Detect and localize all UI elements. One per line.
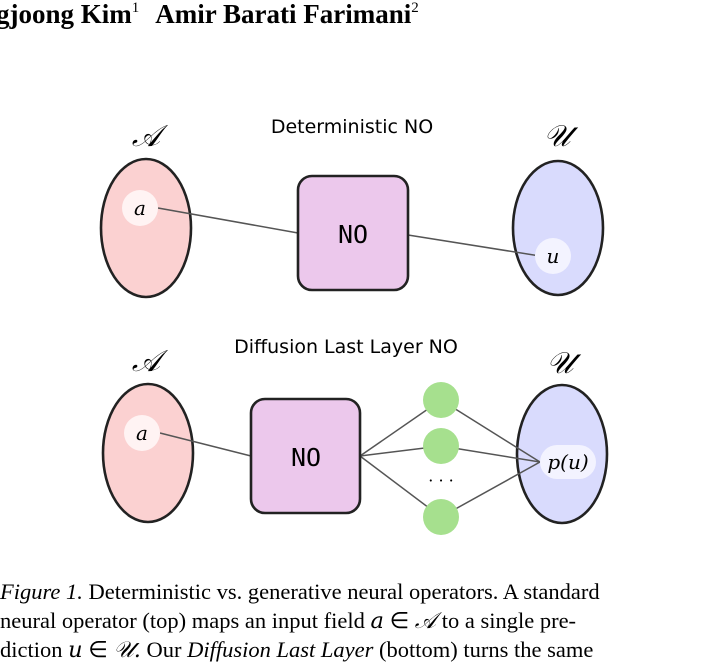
diffusion-node: [423, 428, 459, 464]
connector-line: [440, 461, 541, 518]
affiliation-marker: 1: [131, 0, 140, 16]
connector-line: [157, 207, 299, 234]
figure-diagram: Deterministic NO 𝒜 𝒰 NO a u Diffusion La…: [99, 116, 609, 535]
output-distribution-marker: [540, 445, 596, 479]
neural-operator-box: [296, 174, 410, 292]
author-name: gjoong Kim: [0, 0, 132, 29]
input-point-label: a: [136, 421, 148, 445]
top-diagram-title: Deterministic NO: [271, 116, 433, 138]
output-space-label: 𝒰: [547, 346, 582, 381]
caption-line: diction u ∈ 𝒰. Our Diffusion Last Layer …: [0, 637, 594, 663]
diffusion-node: [423, 382, 459, 418]
input-point-marker: [122, 190, 158, 226]
bottom-diagram-title: Diffusion Last Layer NO: [234, 336, 458, 358]
diffusion-node: [423, 499, 459, 535]
neural-operator-label: NO: [291, 443, 321, 472]
input-space-label: 𝒜: [132, 119, 169, 154]
output-distribution-label: p(u): [547, 450, 588, 474]
input-space-ellipse: [101, 382, 195, 524]
affiliation-marker: 2: [411, 0, 419, 16]
figure-caption: Figure 1. Deterministic vs. generative n…: [0, 577, 707, 664]
input-space-ellipse: [99, 157, 193, 299]
output-space-ellipse: [511, 159, 605, 297]
output-point-marker: [535, 238, 571, 274]
input-point-label: a: [134, 196, 146, 220]
caption-line: neural operator (top) maps an input fiel…: [0, 608, 577, 634]
caption-line: Figure 1. Deterministic vs. generative n…: [0, 579, 600, 604]
figure-label: Figure 1.: [0, 579, 83, 604]
connector-line: [440, 399, 541, 463]
connector-line: [407, 234, 541, 257]
neural-operator-box: [249, 397, 362, 515]
ellipsis-label: · · ·: [428, 471, 453, 490]
output-point-label: u: [547, 244, 560, 268]
author-line: gjoong Kim1 Amir Barati Farimani2: [0, 0, 419, 32]
input-space-label: 𝒜: [132, 344, 169, 379]
neural-operator-label: NO: [338, 220, 368, 249]
connector-line: [159, 432, 252, 457]
author-name: Amir Barati Farimani: [155, 0, 412, 29]
output-space-label: 𝒰: [544, 119, 579, 154]
input-point-marker: [124, 415, 160, 451]
